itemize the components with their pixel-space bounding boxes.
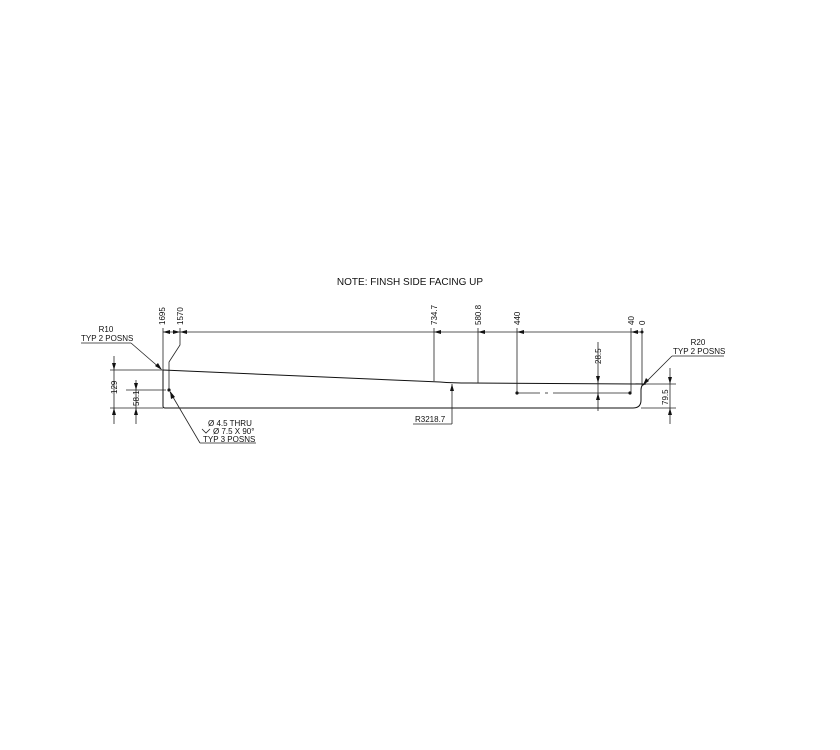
dim-79-5: 79.5	[661, 389, 670, 405]
drawing-note: NOTE: FINSH SIDE FACING UP	[337, 277, 483, 288]
dim-r3218-7: R3218.7	[415, 415, 446, 424]
dim-1570: 1570	[176, 307, 185, 325]
hole-csk-text: Ø 7.5 X 90°	[213, 427, 254, 436]
hole-thru-text: Ø 4.5 THRU	[208, 419, 252, 428]
right-hole-offset-dimension: 28.5	[594, 342, 603, 411]
svg-text:R20: R20	[691, 338, 706, 347]
arc-radius-callout: R3218.7	[413, 384, 454, 425]
hole-callout: Ø 4.5 THRU Ø 7.5 X 90° TYP 3 POSNS	[169, 391, 256, 444]
dim-440: 440	[513, 311, 522, 325]
top-dimension-line	[162, 328, 644, 393]
part-outline	[162, 369, 647, 409]
hole-qty-text: TYP 3 POSNS	[203, 435, 255, 444]
dim-58-1: 58.1	[132, 390, 141, 406]
dim-129: 129	[110, 380, 119, 394]
dim-1695: 1695	[158, 307, 167, 325]
dim-0: 0	[638, 320, 647, 325]
top-dimension-labels: 1695 1570 734.7 580.8 440 40 0	[158, 304, 647, 325]
left-radius-callout: R10 TYP 2 POSNS	[81, 325, 162, 370]
dim-734-7: 734.7	[430, 304, 439, 325]
left-height-dimensions: 129 58.1	[110, 356, 166, 424]
svg-text:R10: R10	[99, 325, 114, 334]
svg-text:TYP 2 POSNS: TYP 2 POSNS	[673, 347, 725, 356]
hole-centerline	[167, 388, 632, 395]
dim-40: 40	[627, 316, 636, 325]
right-radius-callout: R20 TYP 2 POSNS	[643, 338, 725, 385]
dim-28-5: 28.5	[594, 348, 603, 364]
dim-580-8: 580.8	[474, 304, 483, 325]
svg-text:TYP 2 POSNS: TYP 2 POSNS	[81, 334, 133, 343]
right-height-dimension: 79.5	[641, 368, 676, 424]
